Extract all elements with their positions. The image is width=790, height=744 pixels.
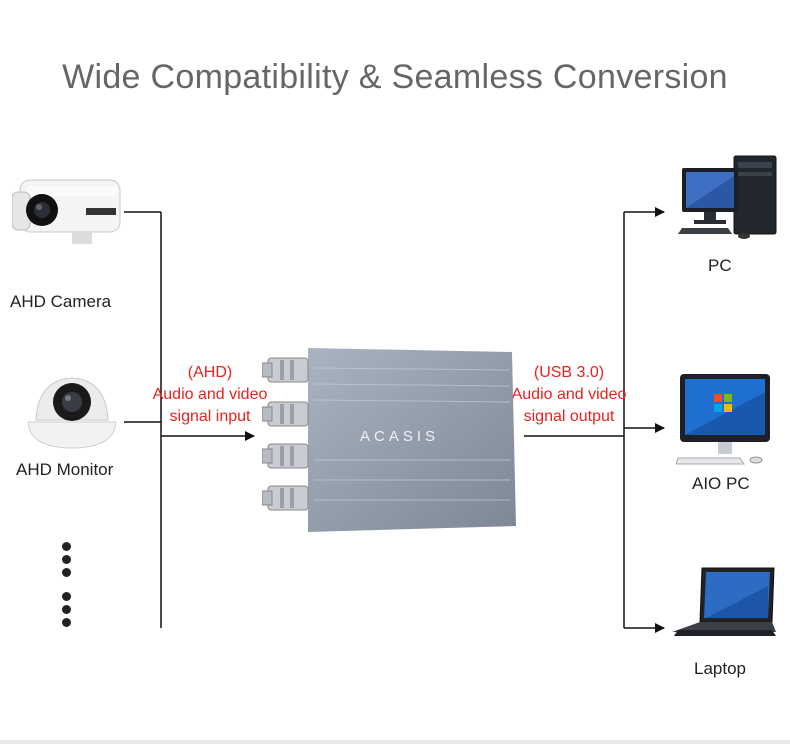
device-brand: ACASIS [360,428,440,445]
bnc-connectors [262,357,309,511]
output-annotation-line2: Audio and video [511,386,627,403]
dot [62,555,71,564]
output-label-laptop: Laptop [694,659,746,678]
output-annotation: (USB 3.0) Audio and video signal output [503,362,635,428]
dome-camera-icon [27,377,117,449]
output-annotation-protocol: (USB 3.0) [533,364,605,381]
dot [62,618,71,627]
output-annotation-line3: signal output [523,408,615,425]
bullet-camera-icon [12,179,121,244]
desktop-pc-icon [678,155,777,239]
capture-box-icon [262,348,516,532]
laptop-icon [672,567,776,636]
input-label-ahd-camera: AHD Camera [10,292,112,311]
output-label-aio-pc: AIO PC [692,474,750,493]
input-annotation: (AHD) Audio and video signal input [146,362,274,428]
bottom-divider [0,740,790,744]
page-title: Wide Compatibility & Seamless Conversion [62,58,728,96]
input-label-ahd-monitor: AHD Monitor [16,460,114,479]
dot [62,592,71,601]
dot [62,568,71,577]
input-annotation-line2: Audio and video [152,386,268,403]
input-annotation-protocol: (AHD) [187,364,233,381]
input-annotation-line3: signal input [169,408,251,425]
output-label-pc: PC [708,256,732,275]
dot [62,605,71,614]
all-in-one-pc-icon [676,374,770,465]
dot [62,542,71,551]
